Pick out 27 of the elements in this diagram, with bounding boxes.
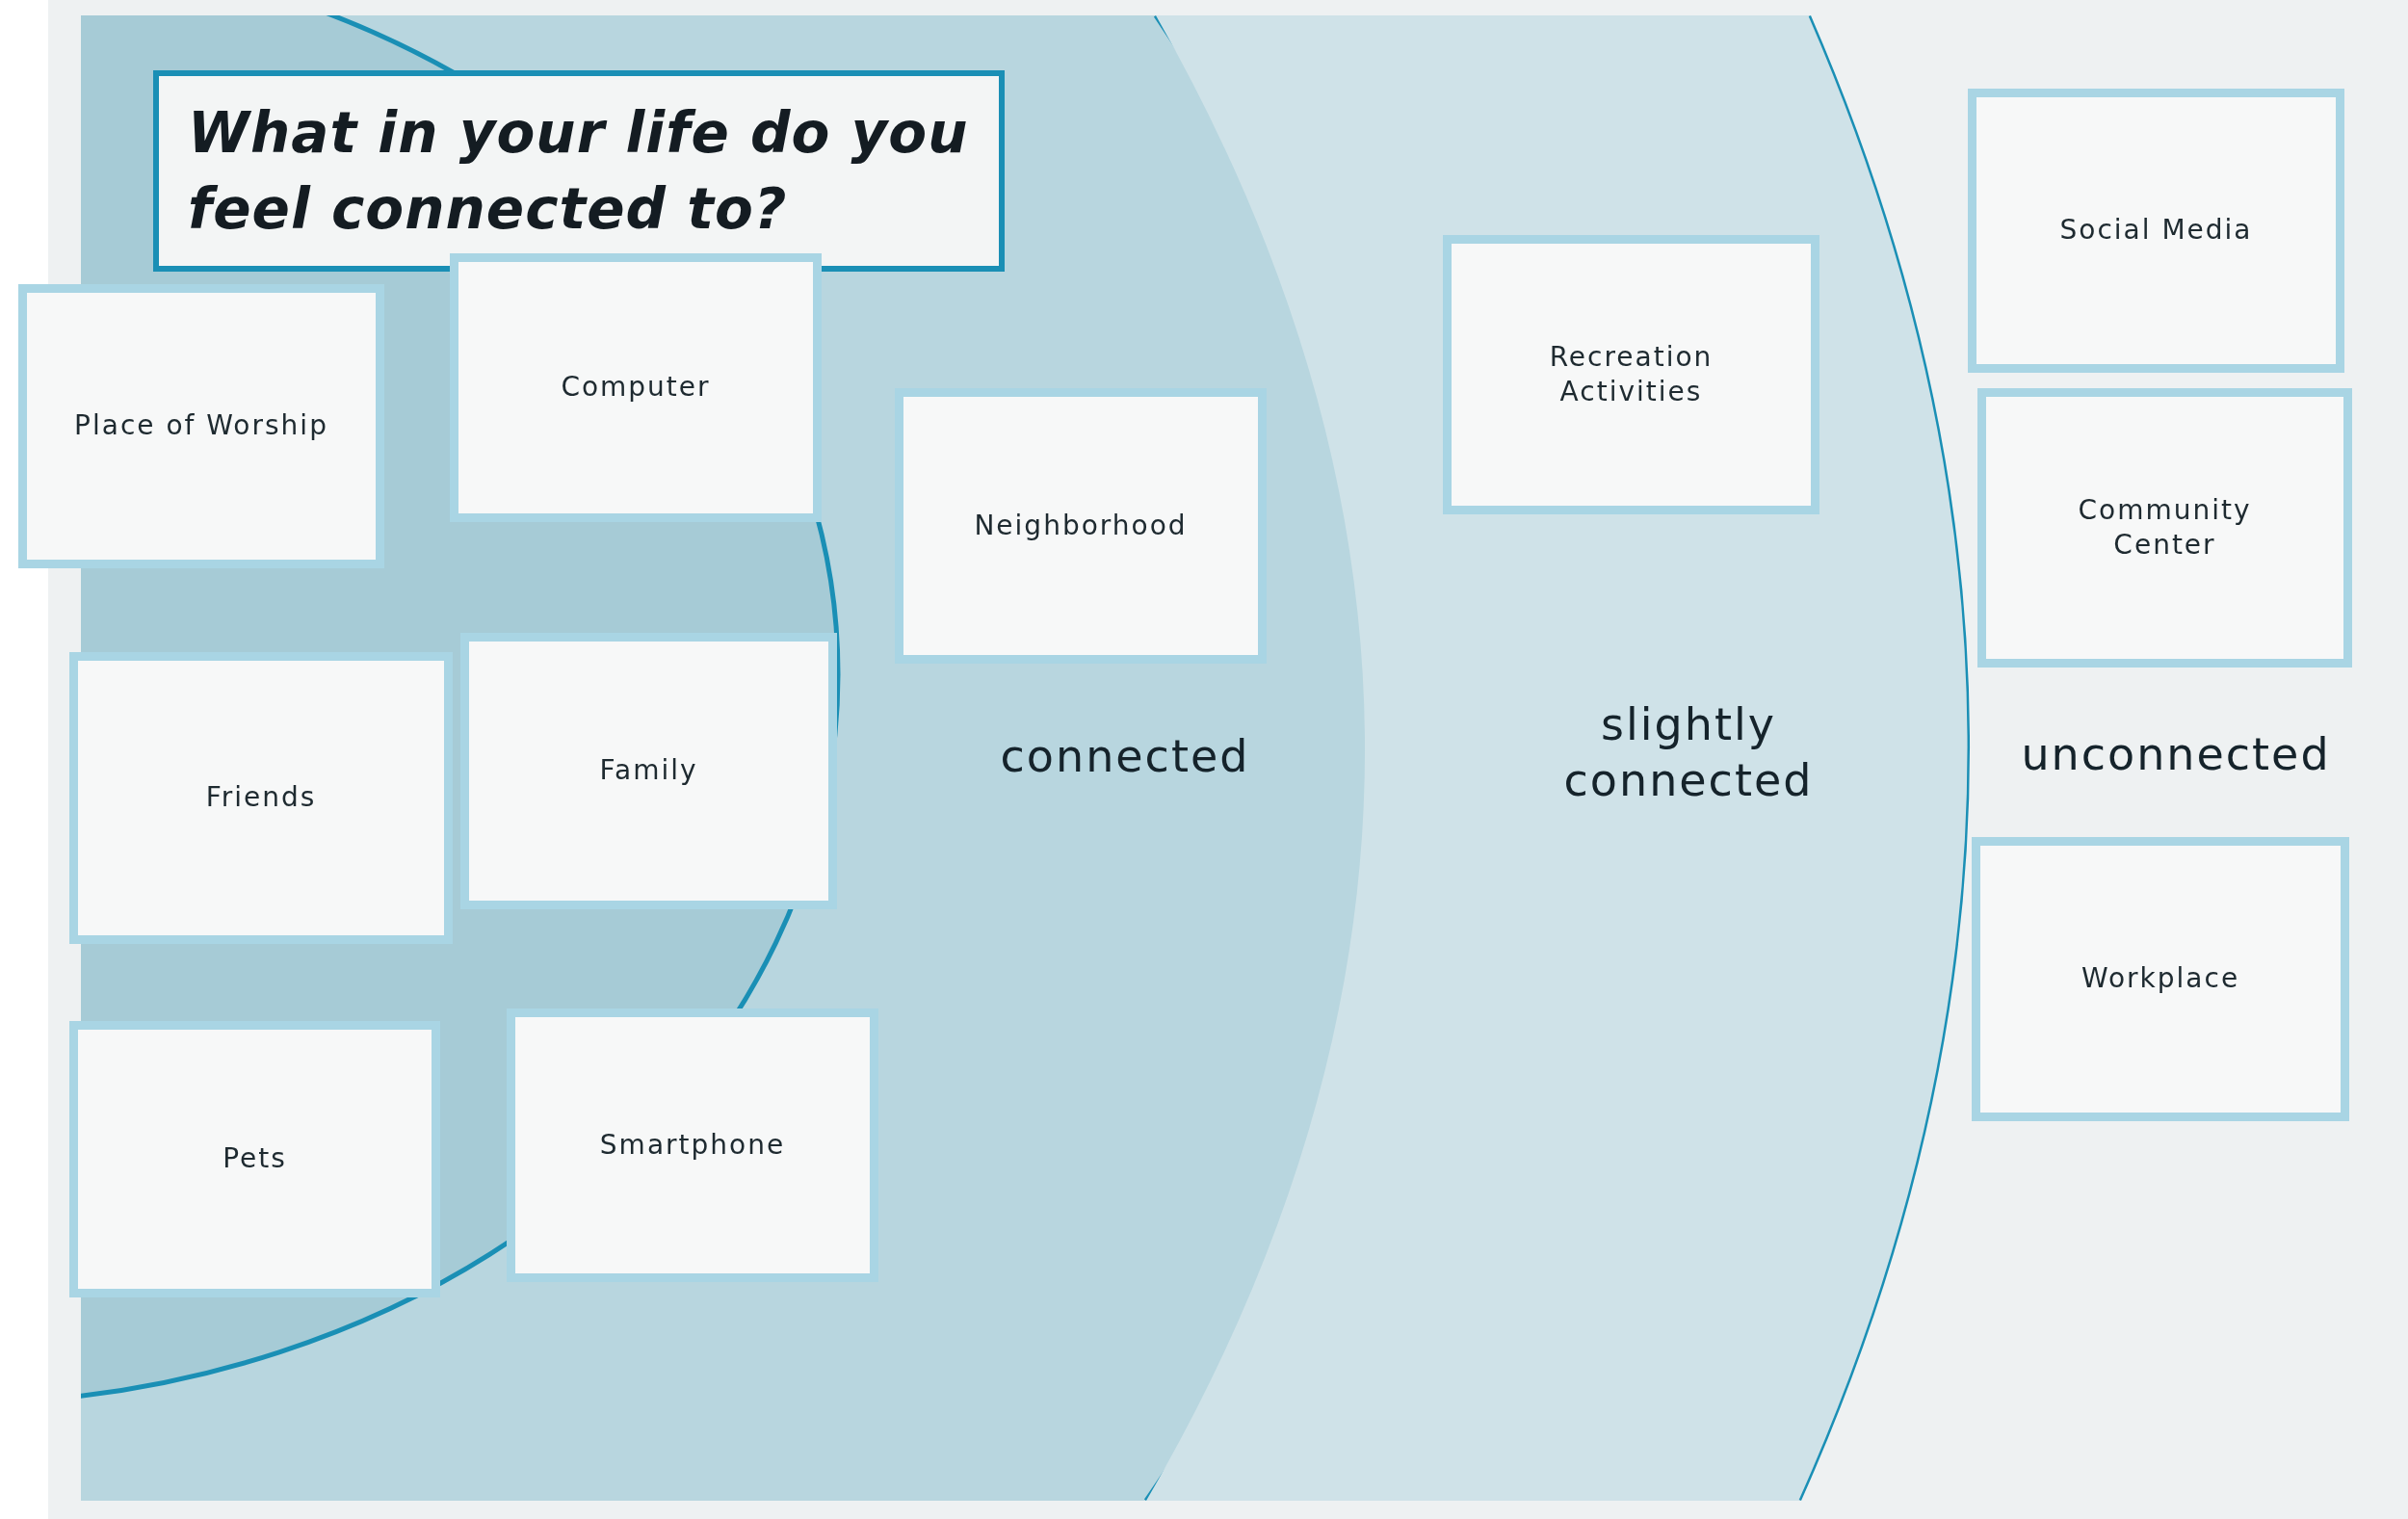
card-label: Smartphone (599, 1127, 786, 1163)
card (460, 633, 837, 909)
card-label: Neighborhood (974, 508, 1188, 543)
card-label: Social Media (2059, 213, 2253, 249)
title-text: What in your life do you feel connected to? (188, 99, 970, 244)
card-label: Computer (561, 370, 711, 406)
card-label: Pets (222, 1141, 287, 1177)
card-label: Workplace (2081, 961, 2240, 997)
zone-label: connected (1000, 729, 1250, 785)
card-label: Friends (205, 780, 317, 816)
card (895, 388, 1267, 664)
card (1968, 89, 2344, 373)
card (450, 253, 822, 522)
card (18, 284, 384, 568)
title-box (153, 70, 1005, 272)
card (507, 1008, 878, 1282)
card (1972, 837, 2349, 1121)
card-label: Family (599, 753, 698, 789)
card-label: Place of Worship (74, 408, 328, 444)
card (1977, 388, 2352, 668)
card (1443, 235, 1819, 514)
card-label: Community Center (2077, 492, 2253, 563)
card (69, 652, 453, 944)
card (69, 1021, 440, 1297)
card-label: Recreation Activities (1548, 339, 1714, 409)
zone-label: unconnected (2021, 727, 2331, 783)
zone-label: slightly connected (1562, 696, 1815, 807)
